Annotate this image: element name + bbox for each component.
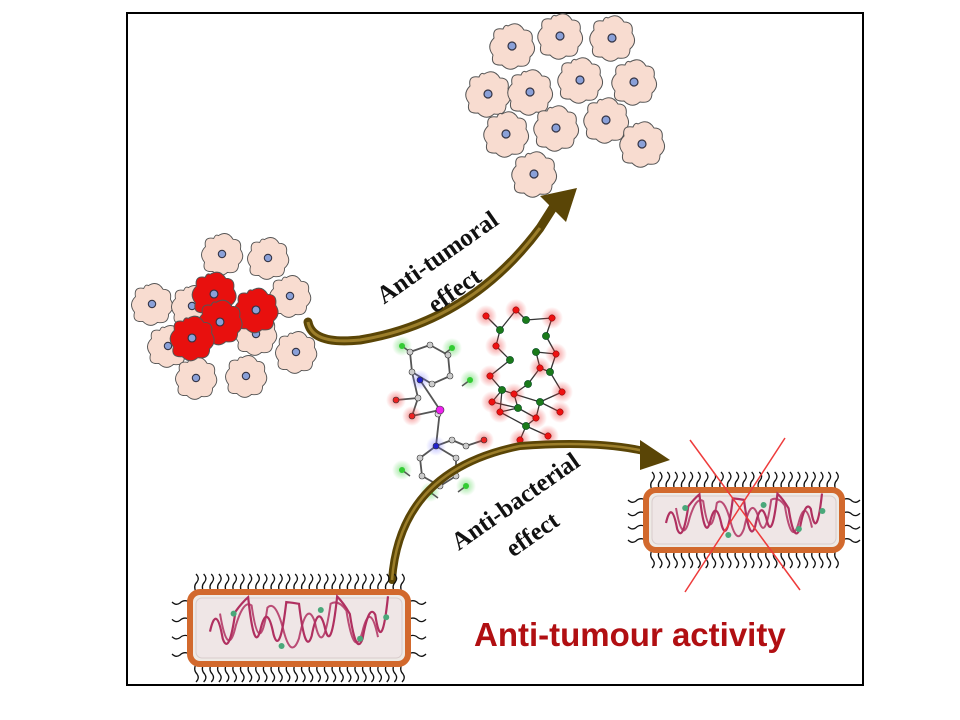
healthy-cell-icon [619, 121, 666, 168]
healthy-cell-icon [275, 331, 318, 374]
molecule-structure-icon [386, 336, 494, 502]
healthy-cell-icon [247, 237, 290, 280]
cross-mark-icon [684, 437, 801, 593]
tumor-cell-icon [191, 271, 237, 318]
healthy-cell-icon [489, 23, 536, 70]
pili [627, 471, 861, 569]
healthy-cell-icon [537, 13, 584, 60]
healthy-cell-icon [589, 15, 636, 62]
anti-bacterial-arrow [388, 440, 670, 584]
healthy-cell-icon [465, 71, 512, 118]
bacterium-dead-icon [627, 471, 861, 569]
healthy-cell-icon [511, 151, 558, 198]
tumor-cell-icon [233, 287, 279, 334]
tumor-cell-cluster [131, 233, 318, 400]
healthy-cell-icon [269, 275, 312, 318]
healthy-cell-icon [557, 57, 604, 104]
figure-title: Anti-tumour activity [474, 616, 786, 653]
healthy-cell-icon [583, 97, 630, 144]
bacterium-icon [171, 573, 427, 683]
healthy-cell-icon [507, 69, 554, 116]
healthy-cell-icon [131, 283, 174, 326]
polyoxometalate-cluster-icon [475, 299, 573, 451]
healthy-cell-icon [533, 105, 580, 152]
anti-tumoral-arrow [303, 188, 577, 346]
healthy-cell-icon [483, 111, 530, 158]
healthy-cell-icon [611, 59, 658, 106]
healthy-cell-icon [147, 325, 190, 368]
pili [171, 573, 427, 683]
tumor-cell-icon [197, 299, 243, 346]
healthy-cell-cluster [465, 13, 666, 198]
healthy-cell-icon [175, 357, 218, 400]
dna-strand [208, 594, 390, 646]
healthy-cell-icon [201, 233, 244, 276]
healthy-cell-icon [225, 355, 268, 398]
tumor-cell-icon [169, 315, 215, 362]
